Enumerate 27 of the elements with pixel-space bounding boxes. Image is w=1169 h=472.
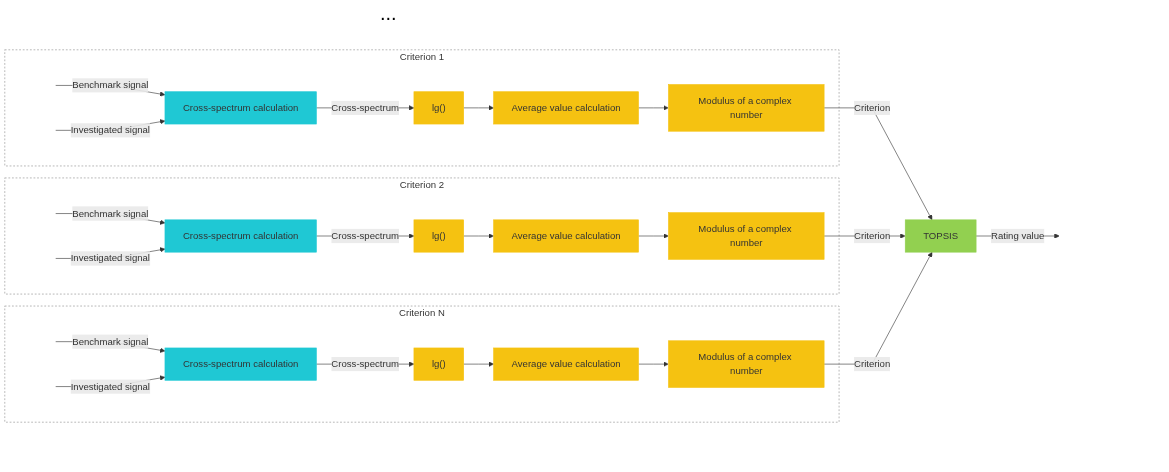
node-box: TOPSIS — [904, 219, 977, 253]
edge-label: Criterion — [854, 230, 891, 241]
edge-label: Investigated signal — [70, 381, 150, 392]
edge-label: Cross-spectrum — [331, 358, 399, 369]
edge-label: Benchmark signal — [72, 80, 149, 91]
node-box: Modulus of a complex number — [668, 84, 825, 132]
edge-label: Criterion — [854, 358, 891, 369]
node-box: Average value calculation — [493, 347, 639, 381]
node-box: Cross-spectrum calculation — [164, 219, 317, 253]
edge-label: Benchmark signal — [72, 208, 149, 219]
edge-label: Investigated signal — [70, 253, 150, 264]
node-box: Modulus of a complex number — [668, 212, 825, 260]
node-box: lg() — [413, 91, 464, 125]
node-box: Modulus of a complex number — [668, 340, 825, 388]
edge-label: Investigated signal — [70, 124, 150, 136]
node-box: Average value calculation — [493, 91, 639, 125]
edge-label: Cross-spectrum — [331, 102, 399, 113]
edge-label: Criterion — [854, 102, 891, 113]
node-box: Average value calculation — [493, 219, 639, 253]
node-box: lg() — [413, 347, 464, 381]
ellipsis-label: ... — [380, 2, 397, 25]
edge-label: Benchmark signal — [72, 336, 149, 347]
node-box: Cross-spectrum calculation — [164, 347, 317, 381]
node-box: lg() — [413, 219, 464, 253]
edge-label: Rating value — [991, 230, 1045, 241]
node-box: Cross-spectrum calculation — [164, 91, 317, 125]
edge-label: Cross-spectrum — [331, 230, 399, 241]
